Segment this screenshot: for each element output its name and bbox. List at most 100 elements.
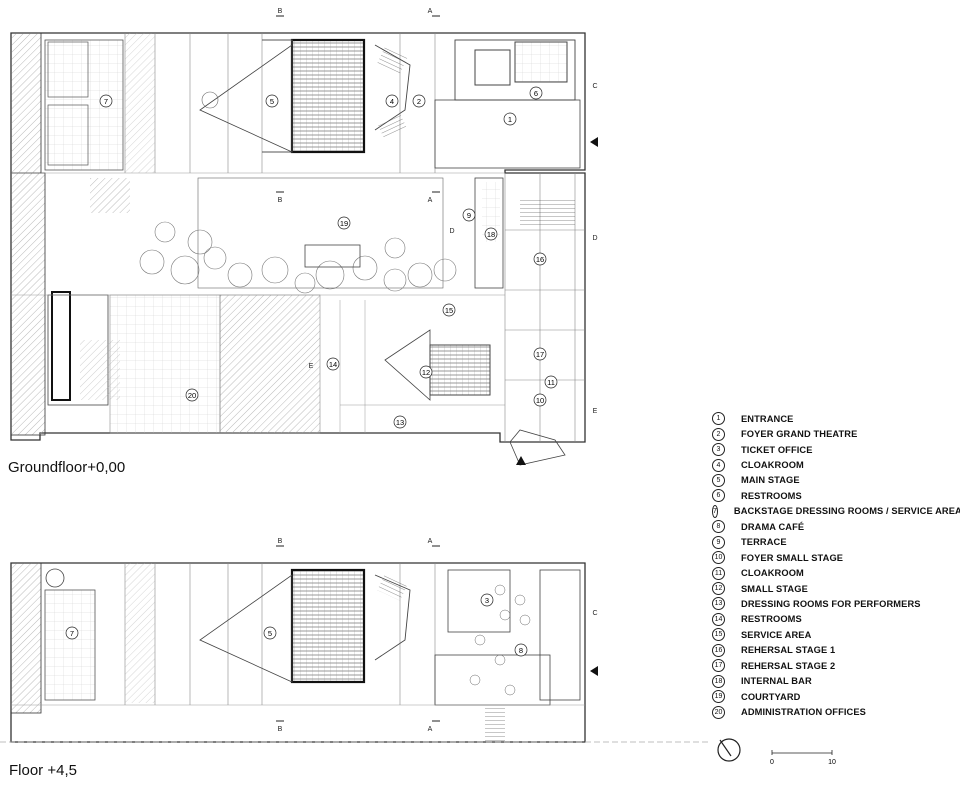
legend-item: 2 FOYER GRAND THEATRE: [712, 426, 960, 441]
legend-number: 14: [712, 612, 725, 626]
legend-number: 6: [712, 489, 725, 503]
svg-text:18: 18: [487, 230, 495, 239]
svg-text:9: 9: [467, 211, 471, 220]
room-tag: 7: [99, 94, 113, 108]
svg-text:6: 6: [534, 89, 538, 98]
legend-label: DRESSING ROOMS FOR PERFORMERS: [741, 598, 921, 609]
groundfloor-room-tags: 1 2 4 5 6 7 9 10 11 12 13 14 15 16 17 18…: [99, 86, 558, 429]
legend-number: 1: [712, 412, 725, 426]
section-marker-a-bottom: A: [428, 726, 433, 733]
legend-number: 13: [712, 597, 725, 611]
svg-text:10: 10: [536, 396, 544, 405]
legend-label: REHERSAL STAGE 1: [741, 645, 836, 656]
room-tag: 2: [412, 94, 426, 108]
svg-text:20: 20: [188, 391, 196, 400]
scale-start: 0: [770, 759, 774, 766]
legend-number: 7: [712, 504, 718, 518]
legend-label: SMALL STAGE: [741, 583, 808, 594]
room-tag: 1: [503, 112, 517, 126]
svg-text:14: 14: [329, 360, 337, 369]
room-tag: 17: [533, 347, 547, 361]
section-marker-d: D: [592, 235, 597, 242]
section-marker-d-left: D: [449, 228, 454, 235]
room-tag: 8: [514, 643, 528, 657]
legend-number: 17: [712, 659, 725, 673]
legend-item: 5 MAIN STAGE: [712, 473, 960, 488]
legend-number: 3: [712, 443, 725, 457]
legend-label: SERVICE AREA: [741, 629, 812, 640]
legend-label: CLOAKROOM: [741, 568, 804, 579]
upper-floor-room-tags: 3 5 7 8: [65, 593, 528, 657]
section-marker-a-top: A: [428, 8, 433, 15]
legend-label: BACKSTAGE DRESSING ROOMS / SERVICE AREA: [733, 506, 960, 517]
room-tag: 10: [533, 393, 547, 407]
legend-label: MAIN STAGE: [741, 475, 800, 486]
room-tag: 18: [484, 227, 498, 241]
legend-label: RESTROOMS: [741, 490, 802, 501]
scale-end: 10: [828, 759, 836, 766]
svg-text:3: 3: [485, 596, 489, 605]
section-marker-c: C: [592, 610, 597, 617]
room-tag: 11: [544, 375, 558, 389]
legend-label: COURTYARD: [741, 691, 801, 702]
legend-label: REHERSAL STAGE 2: [741, 660, 836, 671]
legend-label: FOYER SMALL STAGE: [741, 552, 844, 563]
svg-text:7: 7: [70, 629, 74, 638]
section-marker-a-bottom: A: [428, 197, 433, 204]
section-marker-b-top: B: [278, 538, 283, 545]
svg-text:16: 16: [536, 255, 544, 264]
room-tag: 7: [65, 626, 79, 640]
scale-bar: 0 10: [770, 750, 836, 766]
room-tag: 16: [533, 252, 547, 266]
groundfloor-plan: [10, 32, 598, 466]
legend-number: 8: [712, 520, 725, 534]
legend-item: 6 RESTROOMS: [712, 488, 960, 503]
legend-number: 5: [712, 473, 725, 487]
upper-floor-title: Floor +4,5: [9, 762, 77, 779]
legend-label: RESTROOMS: [741, 614, 802, 625]
room-tag: 19: [337, 216, 351, 230]
legend-number: 9: [712, 535, 725, 549]
legend-item: 16 REHERSAL STAGE 1: [712, 643, 960, 658]
svg-text:1: 1: [508, 115, 512, 124]
ground-section-markers: B A B A C D E E D: [276, 8, 598, 415]
svg-text:19: 19: [340, 219, 348, 228]
legend-item: 14 RESTROOMS: [712, 612, 960, 627]
legend-number: 20: [712, 705, 725, 719]
legend-label: TERRACE: [741, 537, 787, 548]
svg-text:15: 15: [445, 306, 453, 315]
legend-number: 18: [712, 674, 725, 688]
legend-number: 16: [712, 643, 725, 657]
svg-text:8: 8: [519, 646, 523, 655]
svg-text:2: 2: [417, 97, 421, 106]
room-tag: 13: [393, 415, 407, 429]
room-tag: 5: [265, 94, 279, 108]
svg-text:11: 11: [547, 378, 555, 387]
section-marker-c: C: [592, 83, 597, 90]
legend-number: 19: [712, 690, 725, 704]
legend-item: 17 REHERSAL STAGE 2: [712, 658, 960, 673]
room-tag: 15: [442, 303, 456, 317]
upper-section-markers: B A B A C: [276, 538, 598, 733]
legend-label: FOYER GRAND THEATRE: [741, 429, 858, 440]
legend-item: 10 FOYER SMALL STAGE: [712, 550, 960, 565]
room-tag: 20: [185, 388, 199, 402]
legend-item: 13 DRESSING ROOMS FOR PERFORMERS: [712, 596, 960, 611]
floor-plus-4-5-plan: [0, 562, 710, 743]
room-tag: 14: [326, 357, 340, 371]
svg-text:7: 7: [104, 97, 108, 106]
legend-number: 10: [712, 551, 725, 565]
svg-text:5: 5: [270, 97, 274, 106]
legend-number: 12: [712, 582, 725, 596]
legend-number: 4: [712, 458, 725, 472]
groundfloor-title: Groundfloor+0,00: [8, 459, 126, 476]
legend-number: 2: [712, 427, 725, 441]
legend-item: 7 BACKSTAGE DRESSING ROOMS / SERVICE AREA: [712, 504, 960, 519]
